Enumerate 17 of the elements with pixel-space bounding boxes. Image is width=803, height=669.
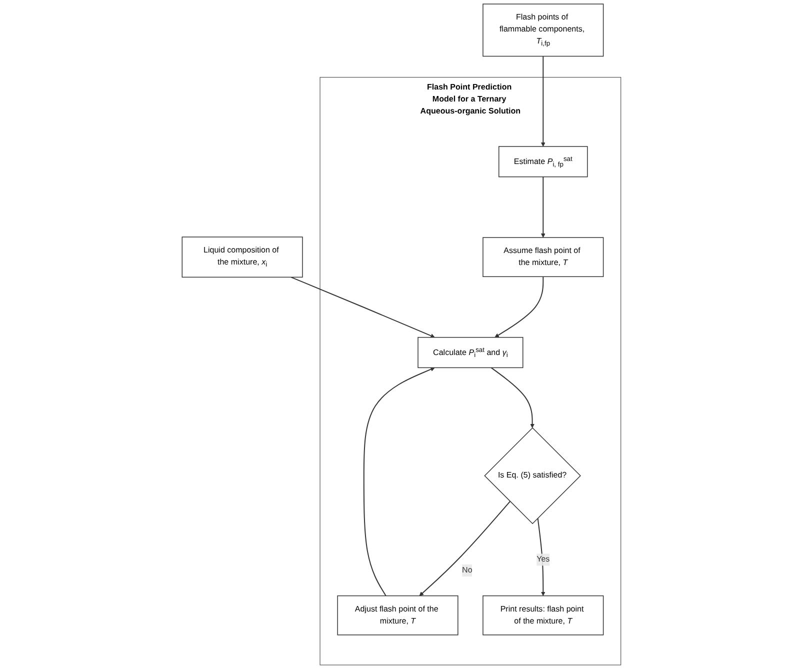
arrow (537, 518, 546, 596)
node-diamond: Is Eq. (5) satisfied? (484, 427, 581, 524)
arrow (419, 501, 510, 596)
edge-label: No (462, 566, 472, 575)
arrow (540, 176, 546, 238)
arrow (494, 276, 544, 338)
arrow (290, 276, 435, 338)
node-box: Flash points of flammable components, T$_{i,fp}$ (482, 4, 604, 57)
node-box: Print results: flash point of the mixture, T (482, 595, 604, 636)
node-box: Liquid composition of the mixture, x$_{i}$ (182, 236, 303, 278)
node-box: Adjust flash point of the mixture, T (337, 595, 458, 636)
node-box: Calculate P$_{i}$$^{sat}$ and γ$_{i}$ (418, 336, 524, 368)
arrow (540, 56, 546, 147)
edge-label: Yes (536, 555, 550, 564)
arrow (490, 367, 534, 428)
arrow (363, 367, 435, 596)
node-box: Assume flash point of the mixture, T (482, 237, 604, 278)
